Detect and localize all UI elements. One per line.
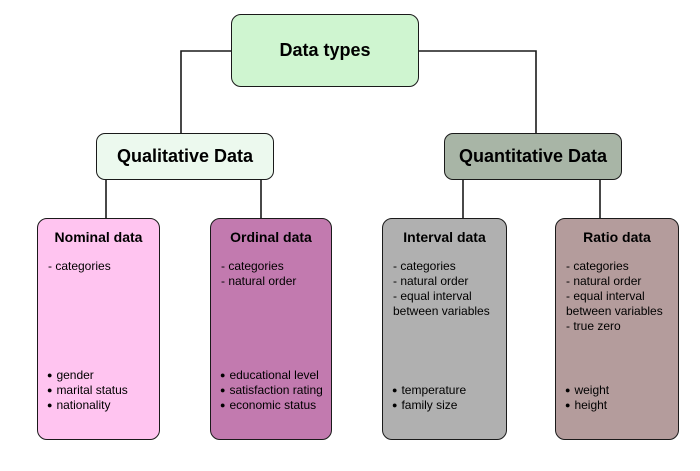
connector-root-qualitative <box>180 50 231 133</box>
node-ordinal-data-title: Ordinal data <box>230 229 312 245</box>
node-ratio-data-title: Ratio data <box>583 229 651 245</box>
property-item: - categories <box>48 259 111 273</box>
example-item: nationality <box>47 398 128 413</box>
nominal-properties: - categories <box>38 259 117 274</box>
node-quantitative-data-label: Quantitative Data <box>458 146 608 166</box>
example-item: economic status <box>220 398 323 413</box>
property-item: - categories <box>393 259 456 273</box>
ordinal-properties: - categories - natural order <box>211 259 302 289</box>
ordinal-examples: educational level satisfaction rating ec… <box>220 368 323 413</box>
property-item: - natural order <box>221 274 297 288</box>
node-quantitative-data: Quantitative Data <box>444 133 622 180</box>
node-qualitative-data-label: Qualitative Data <box>116 146 254 166</box>
node-data-types-label: Data types <box>279 40 371 60</box>
property-item: between variables <box>393 304 490 318</box>
interval-examples: temperature family size <box>392 383 466 413</box>
property-item: - categories <box>221 259 284 273</box>
ratio-properties: - categories - natural order - equal int… <box>556 259 669 334</box>
node-nominal-data-title: Nominal data <box>54 229 143 245</box>
property-item: - natural order <box>393 274 469 288</box>
property-item: - natural order <box>566 274 642 288</box>
node-interval-data-title: Interval data <box>403 229 486 245</box>
node-interval-data: Interval data - categories - natural ord… <box>382 218 507 440</box>
example-item: educational level <box>220 368 323 383</box>
node-nominal-data: Nominal data - categories gender marital… <box>37 218 160 440</box>
nominal-examples: gender marital status nationality <box>47 368 128 413</box>
node-ordinal-data: Ordinal data - categories - natural orde… <box>210 218 332 440</box>
example-item: satisfaction rating <box>220 383 322 398</box>
connector-root-quantitative <box>419 50 537 133</box>
property-item: - equal interval <box>566 289 645 303</box>
property-item: - categories <box>566 259 629 273</box>
interval-properties: - categories - natural order - equal int… <box>383 259 496 319</box>
example-item: temperature <box>392 383 466 398</box>
example-item: gender <box>47 368 128 383</box>
ratio-examples: weight height <box>565 383 609 413</box>
example-item: weight <box>565 383 609 398</box>
example-item: marital status <box>47 383 127 398</box>
node-data-types: Data types <box>231 14 419 87</box>
node-ratio-data: Ratio data - categories - natural order … <box>555 218 679 440</box>
node-qualitative-data: Qualitative Data <box>96 133 274 180</box>
property-item: - equal interval <box>393 289 472 303</box>
property-item: between variables <box>566 304 663 318</box>
property-item: - true zero <box>566 319 621 333</box>
example-item: family size <box>392 398 466 413</box>
example-item: height <box>565 398 609 413</box>
